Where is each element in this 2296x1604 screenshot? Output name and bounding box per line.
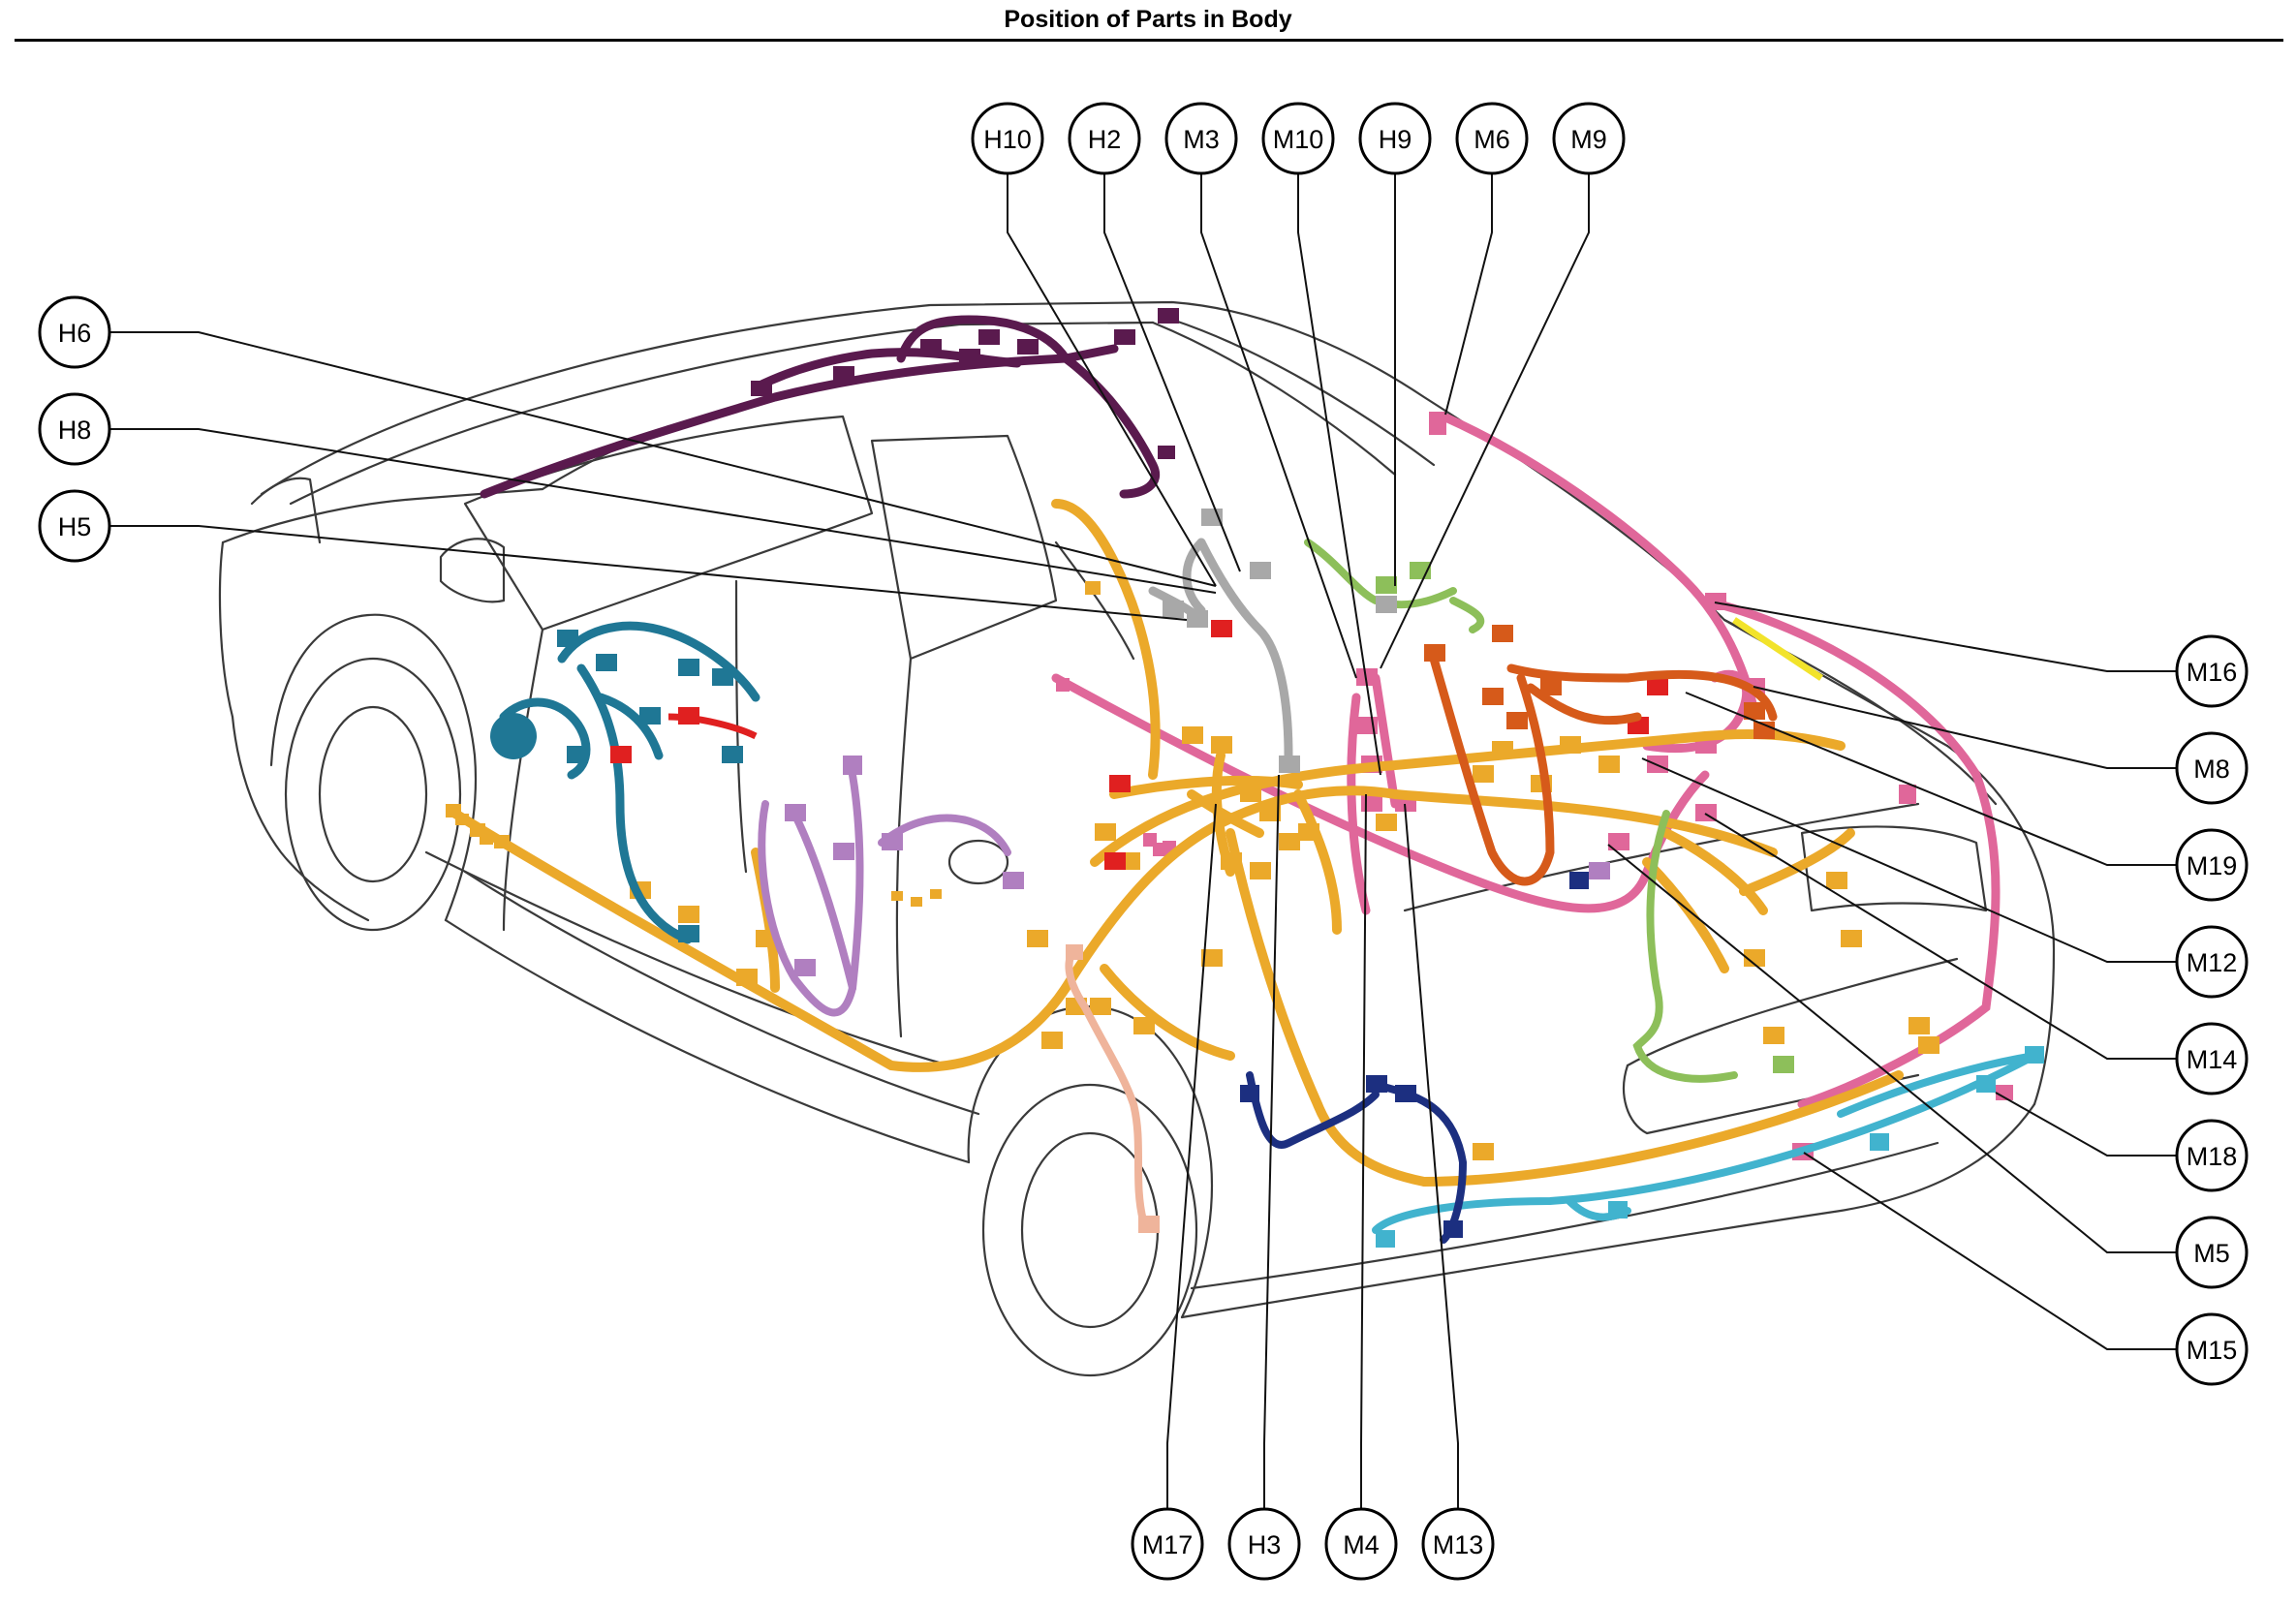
leader-lines [109, 174, 2177, 1509]
svg-text:H10: H10 [983, 125, 1032, 154]
callout-m13: M13 [1421, 1507, 1495, 1581]
pink-harness [1051, 412, 2001, 1109]
callout-h6: H6 [38, 295, 111, 369]
orange-harness [1429, 654, 1778, 886]
svg-text:M18: M18 [2187, 1142, 2238, 1171]
callout-m19: M19 [2175, 828, 2249, 902]
svg-text:M9: M9 [1570, 125, 1607, 154]
callout-h9: H9 [1358, 102, 1432, 175]
svg-text:M19: M19 [2187, 851, 2238, 880]
page-title: Position of Parts in Body [1004, 6, 1292, 33]
svg-text:M5: M5 [2193, 1239, 2230, 1268]
svg-text:M8: M8 [2193, 755, 2230, 784]
yellow-connectors [446, 581, 1939, 1160]
roof-harness [480, 315, 1161, 499]
callout-m17: M17 [1131, 1507, 1204, 1581]
svg-text:H5: H5 [58, 512, 92, 541]
callout-h10: H10 [971, 102, 1044, 175]
svg-text:M12: M12 [2187, 948, 2238, 977]
callout-m12: M12 [2175, 925, 2249, 999]
svg-text:M6: M6 [1474, 125, 1510, 154]
svg-text:M13: M13 [1433, 1530, 1484, 1559]
svg-text:M4: M4 [1343, 1530, 1380, 1559]
orange-connectors [1424, 625, 1775, 739]
title-rule [15, 39, 2283, 42]
teal-harness [499, 621, 760, 944]
svg-text:M10: M10 [1273, 125, 1324, 154]
svg-text:M16: M16 [2187, 658, 2238, 687]
green-connectors [1376, 562, 1794, 1073]
cyan-connectors [1376, 1046, 2044, 1248]
peach-connectors [1066, 944, 1160, 1233]
callout-m8: M8 [2175, 731, 2249, 805]
callout-m6: M6 [1455, 102, 1529, 175]
svg-text:H6: H6 [58, 319, 92, 348]
roof-connectors [751, 308, 1179, 459]
svg-text:H8: H8 [58, 416, 92, 445]
callout-m15: M15 [2175, 1312, 2249, 1386]
callout-m16: M16 [2175, 634, 2249, 708]
svg-text:M15: M15 [2187, 1336, 2238, 1365]
callout-h8: H8 [38, 392, 111, 466]
teal-connectors [557, 630, 743, 942]
callout-m9: M9 [1552, 102, 1626, 175]
dash-marks [455, 814, 942, 907]
front-wheel [284, 657, 462, 932]
svg-text:H9: H9 [1379, 125, 1412, 154]
purple-harness [758, 771, 1011, 1017]
svg-text:M17: M17 [1142, 1530, 1194, 1559]
svg-text:M14: M14 [2187, 1045, 2238, 1074]
callout-m3: M3 [1164, 102, 1238, 175]
yellow-harness [450, 499, 1904, 1187]
callouts: H10 H2 M3 M10 H9 M6 M9 H6 H8 H5 M16 M8 M… [38, 102, 2249, 1581]
callout-m4: M4 [1324, 1507, 1398, 1581]
callout-m5: M5 [2175, 1216, 2249, 1289]
yellow-light-harness [1732, 617, 1823, 681]
callout-h2: H2 [1068, 102, 1141, 175]
svg-text:H2: H2 [1088, 125, 1122, 154]
callout-m10: M10 [1261, 102, 1335, 175]
callout-m14: M14 [2175, 1022, 2249, 1095]
navy-connectors [1240, 872, 1589, 1238]
rear-wheel [981, 1083, 1198, 1377]
callout-h5: H5 [38, 489, 111, 563]
callout-m18: M18 [2175, 1119, 2249, 1192]
purple-connectors [785, 756, 1610, 976]
callout-h3: H3 [1227, 1507, 1301, 1581]
svg-text:M3: M3 [1183, 125, 1220, 154]
svg-text:H3: H3 [1248, 1530, 1282, 1559]
